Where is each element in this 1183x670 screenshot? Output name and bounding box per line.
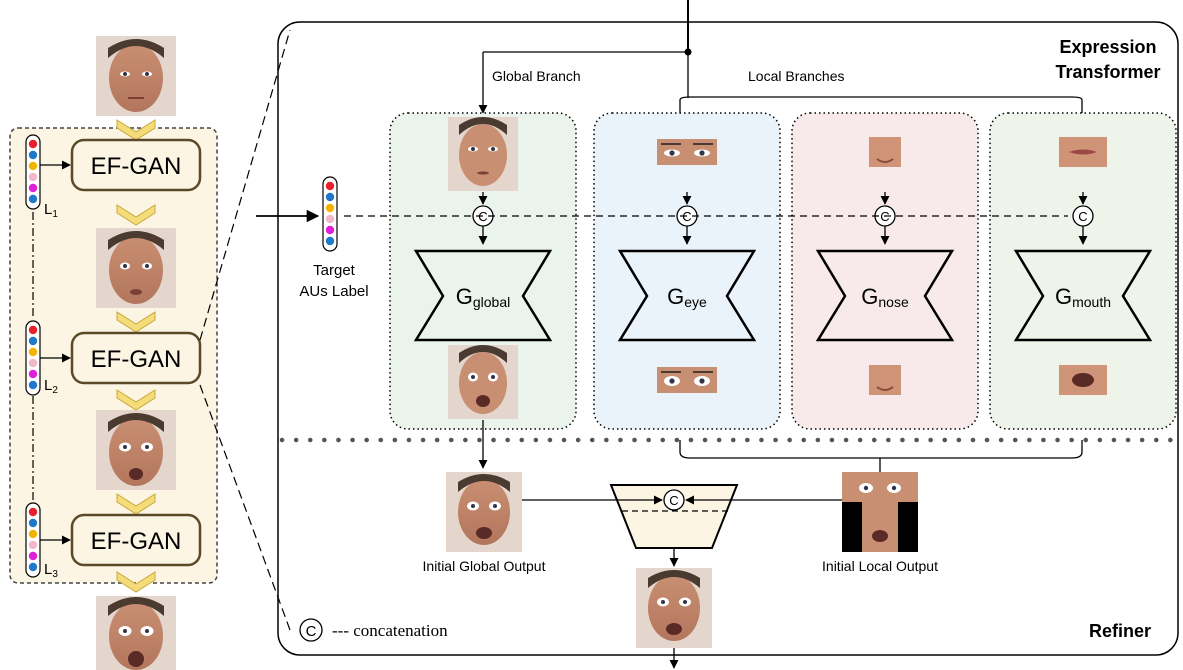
chevron-down-icon [116, 389, 156, 411]
label-dot [28, 183, 38, 193]
label-dot [28, 347, 38, 357]
global-branch-label: Global Branch [492, 68, 581, 84]
generator-mouth: Gmouth [1013, 249, 1153, 342]
label-dot [28, 369, 38, 379]
chevron-down-icon [116, 571, 156, 593]
target-label-line2: AUs Label [299, 283, 368, 300]
label-dot [28, 551, 38, 561]
chevron-down-icon [116, 119, 156, 141]
label-dot [28, 380, 38, 390]
label-dot [28, 529, 38, 539]
label-dot [28, 194, 38, 204]
target-label-line1: Target [313, 262, 356, 279]
svg-text:C: C [669, 493, 678, 508]
initial-local-output-label: Initial Local Output [822, 558, 938, 574]
svg-text:C: C [306, 623, 317, 640]
initial-local-output-face [842, 472, 918, 552]
stage-label-3: L3 [44, 561, 58, 580]
initial-global-output-face [446, 472, 522, 552]
label-dot [28, 518, 38, 528]
svg-text:L3: L3 [44, 561, 58, 580]
branch-mouth: C Gmouth [989, 112, 1177, 430]
stage-label-2: L2 [44, 377, 58, 396]
main-panel [277, 21, 1179, 656]
generator-nose: Gnose [815, 249, 955, 342]
chevron-down-icon [116, 493, 156, 515]
svg-text:Gnose: Gnose [861, 284, 909, 310]
label-dot [28, 562, 38, 572]
local-branches-label: Local Branches [748, 68, 845, 84]
label-dot [28, 358, 38, 368]
label-dot [325, 225, 335, 235]
refined-output-face [636, 568, 712, 648]
label-dot [325, 181, 335, 191]
label-dot [325, 236, 335, 246]
ef-gan-block-3: EF-GAN [70, 513, 202, 567]
svg-text:C: C [1078, 209, 1087, 224]
face-input [96, 36, 176, 116]
au-label-capsule-2 [25, 320, 41, 396]
label-dot [28, 150, 38, 160]
au-label-capsule-1 [25, 134, 41, 210]
chevron-down-icon [116, 311, 156, 333]
ef-gan-label: EF-GAN [91, 528, 182, 555]
face-output [96, 596, 176, 670]
label-dot [325, 192, 335, 202]
generator-eye: Geye [617, 249, 757, 342]
svg-text:L1: L1 [44, 201, 58, 220]
label-dot [325, 214, 335, 224]
label-dot [28, 540, 38, 550]
concat-symbol: C [1072, 205, 1094, 227]
ef-gan-block-2: EF-GAN [70, 331, 202, 385]
ef-gan-block-1: EF-GAN [70, 138, 202, 192]
refiner-title: Refiner [1089, 621, 1151, 641]
label-dot [28, 161, 38, 171]
label-dot [28, 507, 38, 517]
expression-transformer-title-2: Transformer [1055, 62, 1160, 82]
legend-text: --- concatenation [332, 621, 448, 640]
stage-label-1: L1 [44, 201, 58, 220]
au-label-capsule-3 [25, 502, 41, 578]
face-stage2 [96, 410, 176, 490]
refiner-network [609, 484, 739, 549]
generator-global: Gglobal [413, 249, 553, 342]
target-au-label-capsule [322, 176, 338, 252]
svg-text:Gmouth: Gmouth [1055, 284, 1111, 310]
expression-transformer-title-1: Expression [1059, 37, 1156, 57]
label-dot [325, 203, 335, 213]
label-dot [28, 172, 38, 182]
label-dot [28, 139, 38, 149]
svg-text:L2: L2 [44, 377, 58, 396]
label-dot [28, 336, 38, 346]
chevron-down-icon [116, 204, 156, 226]
initial-global-output-label: Initial Global Output [423, 558, 546, 574]
concat-legend-icon [299, 618, 323, 642]
svg-text:Geye: Geye [667, 284, 707, 310]
ef-gan-label: EF-GAN [91, 153, 182, 180]
label-dot [28, 325, 38, 335]
face-stage1 [96, 228, 176, 308]
concat-symbol-refiner: C [663, 489, 685, 511]
ef-gan-label: EF-GAN [91, 346, 182, 373]
legend: C --- concatenation [299, 618, 448, 642]
svg-text:Gglobal: Gglobal [456, 284, 511, 310]
